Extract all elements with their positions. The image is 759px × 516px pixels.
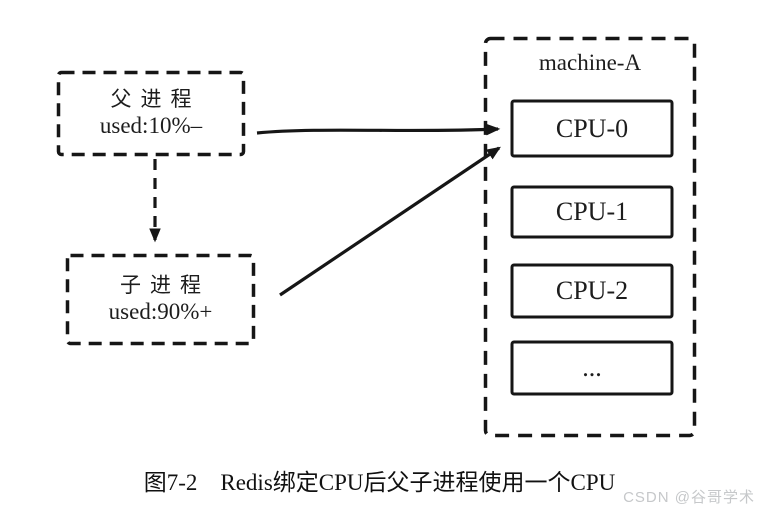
cpu-1-box-outline	[510, 185, 674, 239]
figure-caption: 图7-2 Redis绑定CPU后父子进程使用一个CPU	[143, 470, 616, 495]
child-process-box: 子进程 used:90%+	[67, 255, 254, 343]
cpu-1-label: CPU-1	[555, 197, 629, 226]
parent-process-box-outline	[56, 70, 246, 157]
watermark: CSDN @谷哥学术	[623, 489, 755, 506]
cpu-2-box-outline	[510, 263, 674, 319]
machine-box-outline	[483, 36, 697, 438]
machine-label: machine-A	[538, 50, 642, 75]
parent-process-usage: used:10%–	[99, 113, 203, 139]
parent-to-cpu0-arrow	[256, 123, 501, 136]
cpu-more-label: ...	[582, 353, 602, 382]
child-to-cpu0-arrow	[279, 146, 501, 297]
child-process-title: 子进程	[120, 273, 210, 298]
cpu-0-box-outline	[510, 99, 674, 158]
child-process-usage: used:90%+	[108, 299, 213, 325]
parent-process-title: 父进程	[110, 87, 201, 112]
parent-process-box: 父进程 used:10%–	[58, 72, 244, 154]
cpu-more-box-outline	[510, 340, 674, 396]
cpu-0-label: CPU-0	[555, 113, 629, 143]
cpu-2-label: CPU-2	[555, 276, 629, 305]
child-process-box-outline	[65, 253, 256, 346]
